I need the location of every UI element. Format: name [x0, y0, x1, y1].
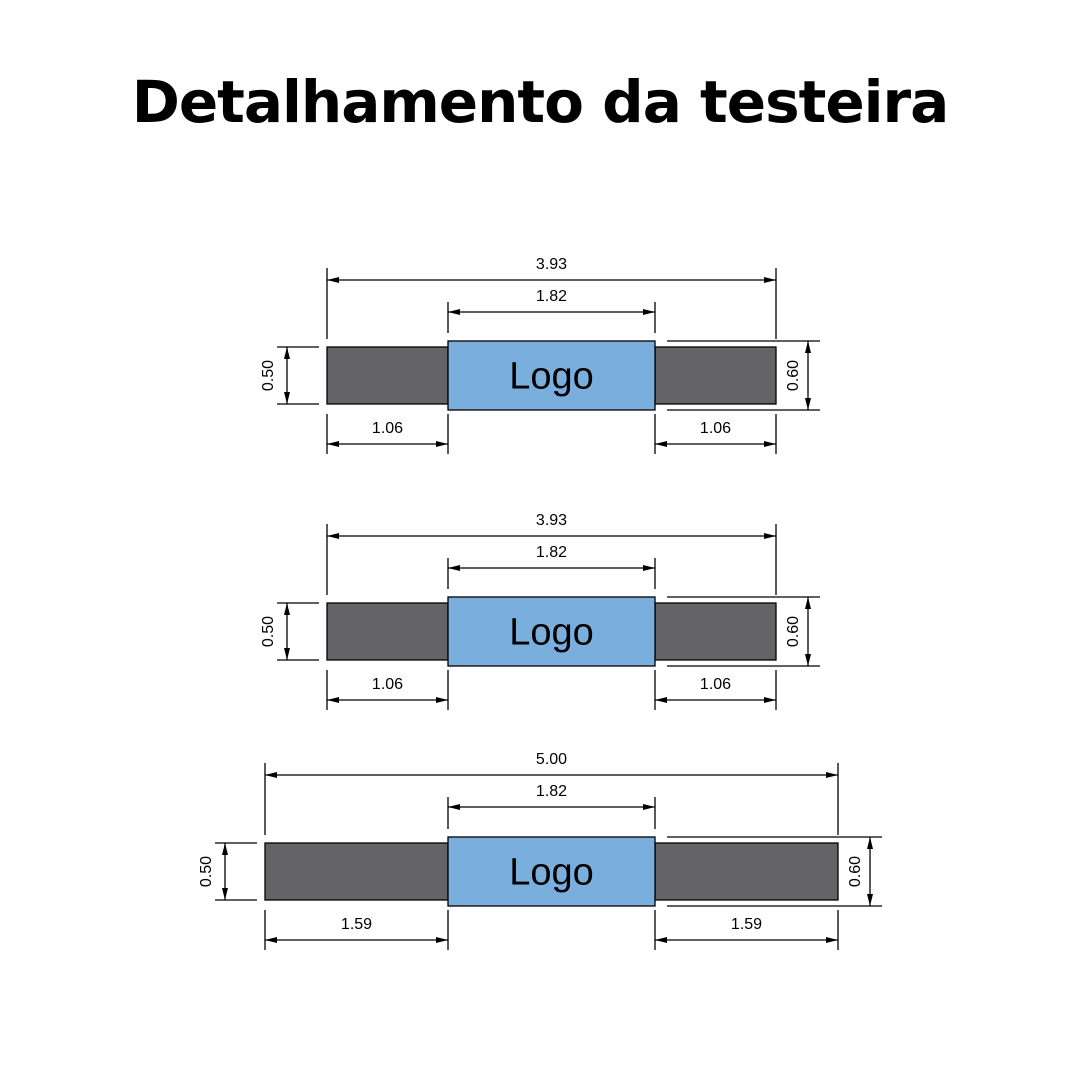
dim-total-width: 5.00 [536, 751, 567, 768]
dim-left-bar-width: 1.06 [372, 676, 403, 693]
left-bar [326, 346, 449, 405]
diagram-2: Logo 3.93 1.82 1.06 1.06 0.50 0.60 [260, 512, 820, 710]
diagram-1: Logo 3.93 1.82 1.06 1.06 0.50 0.60 [260, 256, 820, 454]
logo-area [447, 596, 656, 667]
logo-area [447, 340, 656, 411]
diagram-3: Logo 5.00 1.82 1.59 1.59 0.50 0.60 [198, 751, 882, 950]
dim-bar-height: 0.50 [198, 856, 215, 887]
dim-logo-height: 0.60 [847, 856, 864, 887]
logo-area [447, 836, 656, 907]
dim-right-bar-width: 1.06 [700, 676, 731, 693]
logo-label: Logo [509, 356, 594, 398]
dim-logo-width: 1.82 [536, 288, 567, 305]
dim-logo-height: 0.60 [785, 616, 802, 647]
page-title: Detalhamento da testeira [131, 68, 950, 136]
logo-label: Logo [509, 852, 594, 894]
dim-left-bar-width: 1.06 [372, 420, 403, 437]
dim-total-width: 3.93 [536, 512, 567, 529]
dim-total-width: 3.93 [536, 256, 567, 273]
right-bar [654, 842, 839, 901]
dim-logo-width: 1.82 [536, 544, 567, 561]
dim-logo-height: 0.60 [785, 360, 802, 391]
logo-label: Logo [509, 612, 594, 654]
dim-logo-width: 1.82 [536, 783, 567, 800]
dim-right-bar-width: 1.59 [731, 916, 762, 933]
right-bar [654, 602, 777, 661]
left-bar [326, 602, 449, 661]
dim-right-bar-width: 1.06 [700, 420, 731, 437]
left-bar [264, 842, 449, 901]
right-bar [654, 346, 777, 405]
dim-left-bar-width: 1.59 [341, 916, 372, 933]
dim-bar-height: 0.50 [260, 360, 277, 391]
dim-bar-height: 0.50 [260, 616, 277, 647]
